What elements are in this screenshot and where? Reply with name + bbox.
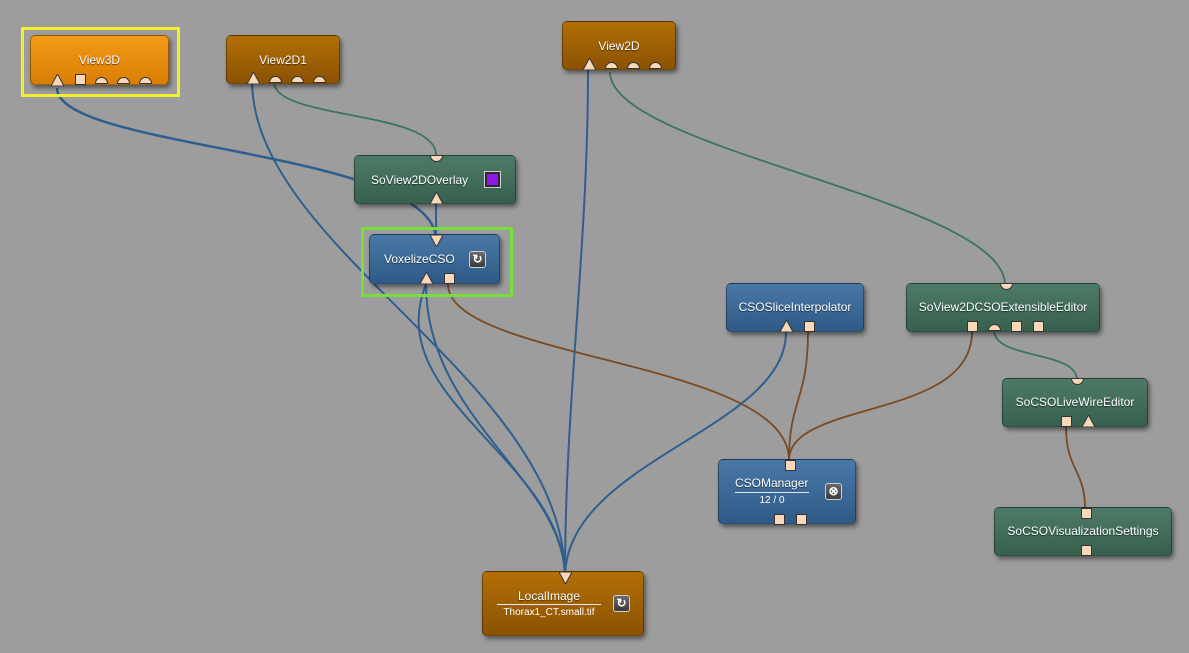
node-title: View2D1 <box>259 53 307 67</box>
port-base-input-icon[interactable] <box>1081 545 1092 556</box>
port-scene-input-icon[interactable] <box>313 75 326 83</box>
port-scene-input-icon[interactable] <box>988 323 1001 331</box>
connection-voxelizecso-csomanager[interactable] <box>447 283 790 461</box>
node-title: CSOSliceInterpolator <box>738 300 852 314</box>
port-base-input-icon[interactable] <box>796 514 807 525</box>
selection-highlight <box>21 27 180 97</box>
node-view2d[interactable]: View2D <box>562 21 676 70</box>
port-image-input-icon[interactable] <box>420 272 433 284</box>
port-image-input-icon[interactable] <box>780 320 793 332</box>
port-base-output-icon[interactable] <box>1061 416 1072 427</box>
connection-livewire-visualizationsettings[interactable] <box>1065 426 1086 509</box>
node-title: SoCSOLiveWireEditor <box>1015 395 1135 409</box>
connection-view2d1-soview2doverlay[interactable] <box>273 81 437 156</box>
node-voxelizecso[interactable]: VoxelizeCSO ↻ <box>369 234 500 284</box>
connection-view2d-localimage[interactable] <box>564 69 589 579</box>
port-base-input-icon[interactable] <box>1011 321 1022 332</box>
node-soview2doverlay[interactable]: SoView2DOverlay <box>354 155 516 204</box>
node-title: SoView2DCSOExtensibleEditor <box>918 300 1088 314</box>
node-csosliceinterpolator[interactable]: CSOSliceInterpolator <box>726 283 864 332</box>
node-csomanager[interactable]: CSOManager 12 / 0 ⊗ <box>718 459 856 525</box>
port-scene-output-icon[interactable] <box>1071 378 1084 386</box>
port-scene-input-icon[interactable] <box>269 75 282 83</box>
node-socsovisualizationsettings[interactable]: SoCSOVisualizationSettings <box>994 507 1172 556</box>
port-image-input-icon[interactable] <box>1082 415 1095 427</box>
active-highlight <box>361 227 513 297</box>
refresh-icon[interactable]: ↻ <box>469 251 486 268</box>
port-base-input-icon[interactable] <box>804 321 815 332</box>
port-scene-input-icon[interactable] <box>627 61 640 69</box>
node-subtitle: Thorax1_CT.small.tif <box>503 607 595 618</box>
port-image-output-icon[interactable] <box>559 572 572 584</box>
connection-csosliceinterpolator-csomanager[interactable] <box>788 331 809 461</box>
port-scene-input-icon[interactable] <box>605 61 618 69</box>
color-swatch[interactable] <box>484 171 501 188</box>
port-image-input-icon[interactable] <box>51 74 64 86</box>
node-title: View2D <box>598 39 640 53</box>
port-scene-input-icon[interactable] <box>95 76 108 84</box>
title-divider <box>735 492 809 493</box>
port-scene-input-icon[interactable] <box>117 76 130 84</box>
node-title: VoxelizeCSO <box>384 252 455 266</box>
port-image-input-icon[interactable] <box>247 72 260 84</box>
clear-icon[interactable]: ⊗ <box>825 483 842 500</box>
port-base-input-icon[interactable] <box>967 321 978 332</box>
node-socsolivewireeditor[interactable]: SoCSOLiveWireEditor <box>1002 378 1148 427</box>
port-image-output-icon[interactable] <box>430 235 443 247</box>
node-title: CSOManager <box>735 476 809 490</box>
node-title: View3D <box>78 53 121 67</box>
port-scene-input-icon[interactable] <box>139 76 152 84</box>
connection-editor-livewire[interactable] <box>993 329 1078 381</box>
swatch-color-icon <box>487 174 498 185</box>
node-title: SoCSOVisualizationSettings <box>1007 524 1159 538</box>
connection-voxelizecso-localimage-a[interactable] <box>417 283 566 579</box>
node-title: SoView2DOverlay <box>371 173 469 187</box>
refresh-icon[interactable]: ↻ <box>613 595 630 612</box>
connection-view3d-voxelizecso[interactable] <box>55 87 438 241</box>
port-scene-output-icon[interactable] <box>1000 283 1013 291</box>
node-view2d1[interactable]: View2D1 <box>226 35 340 84</box>
connection-csosliceinterpolator-localimage[interactable] <box>564 331 787 579</box>
node-view3d[interactable]: View3D <box>30 35 169 86</box>
connection-voxelizecso-localimage-b[interactable] <box>425 283 566 579</box>
connection-view2d1-localimage[interactable] <box>251 79 566 579</box>
port-scene-output-icon[interactable] <box>430 155 443 163</box>
port-base-input-icon[interactable] <box>774 514 785 525</box>
port-image-input-icon[interactable] <box>430 192 443 204</box>
node-soview2dcsoextensibleeditor[interactable]: SoView2DCSOExtensibleEditor <box>906 283 1100 332</box>
port-base-input-icon[interactable] <box>75 74 86 85</box>
port-base-output-icon[interactable] <box>785 460 796 471</box>
connection-editor-csomanager[interactable] <box>788 331 973 461</box>
title-divider <box>497 604 601 605</box>
node-localimage[interactable]: LocalImage Thorax1_CT.small.tif ↻ <box>482 571 644 636</box>
port-scene-input-icon[interactable] <box>649 61 662 69</box>
port-scene-input-icon[interactable] <box>291 75 304 83</box>
port-base-output-icon[interactable] <box>1081 508 1092 519</box>
connection-view2d-soview2dcsoextensibleeditor[interactable] <box>609 71 1006 286</box>
port-base-input-icon[interactable] <box>1033 321 1044 332</box>
node-subtitle: 12 / 0 <box>759 495 785 506</box>
port-base-output-icon[interactable] <box>444 273 455 284</box>
node-title: LocalImage <box>517 589 581 603</box>
port-image-input-icon[interactable] <box>583 58 596 70</box>
